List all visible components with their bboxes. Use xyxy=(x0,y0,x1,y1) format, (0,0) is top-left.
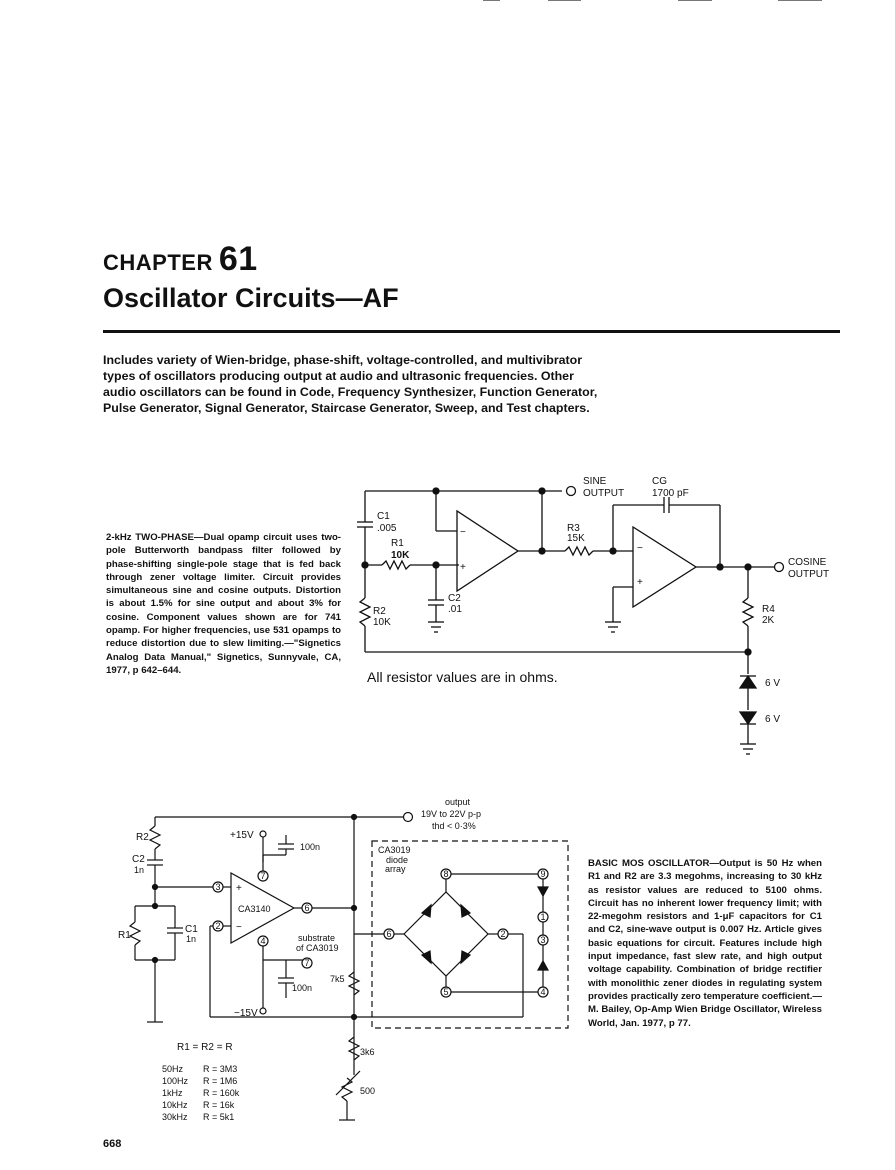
array-pin1: 1 xyxy=(540,912,545,922)
svg-text:+: + xyxy=(236,883,242,894)
r1-label: R1 xyxy=(391,538,404,549)
cap-bottom-value: 100n xyxy=(292,983,312,993)
freq-row-4: 30kHz xyxy=(162,1112,188,1122)
array-label-2: diode xyxy=(386,855,408,865)
svg-text:+: + xyxy=(637,577,643,588)
svg-text:+: + xyxy=(460,562,466,573)
r2-label-2: R2 xyxy=(136,832,149,843)
c2-value: .01 xyxy=(448,604,462,615)
chapter-title: Oscillator Circuits—AF xyxy=(103,283,399,313)
array-pin5: 5 xyxy=(443,987,448,997)
res-row-2: R = 160k xyxy=(203,1088,240,1098)
array-label-1: CA3019 xyxy=(378,845,411,855)
chapter-intro: Includes variety of Wien-bridge, phase-s… xyxy=(103,353,598,415)
c1-value: .005 xyxy=(377,523,397,534)
substrate-of-label: of CA3019 xyxy=(296,943,339,953)
c1-label-2: C1 xyxy=(185,924,198,935)
page-number: 668 xyxy=(103,1138,122,1150)
opamp-label: CA3140 xyxy=(238,904,271,914)
array-label-3: array xyxy=(385,864,406,874)
pot-label: 500 xyxy=(360,1086,375,1096)
r3-label: R3 xyxy=(567,523,580,534)
pin4: 4 xyxy=(260,936,265,946)
chapter-number: 61 xyxy=(218,240,258,278)
cosine-output-terminal xyxy=(773,561,785,573)
output-terminal xyxy=(402,811,414,823)
cosine-label: COSINE xyxy=(788,557,827,568)
vneg-label: −15V xyxy=(234,1008,258,1019)
array-pin3: 3 xyxy=(540,935,545,945)
zener2-label: 6 V xyxy=(765,714,780,725)
r2-label: R2 xyxy=(373,606,386,617)
r1-label-2: R1 xyxy=(118,930,131,941)
pin2: 2 xyxy=(215,921,220,931)
cosine-output-label: OUTPUT xyxy=(788,569,829,580)
chapter-word: CHAPTER xyxy=(103,250,213,275)
svg-text:−: − xyxy=(236,922,242,933)
c2-value-2: 1n xyxy=(134,865,144,875)
res-row-4: R = 5k1 xyxy=(203,1112,234,1122)
substrate-label: substrate xyxy=(298,933,335,943)
r3-value: 15K xyxy=(567,533,585,544)
freq-row-2: 1kHz xyxy=(162,1088,183,1098)
sine-label: SINE xyxy=(583,476,607,487)
pin7: 7 xyxy=(260,871,265,881)
r7k5-label: 7k5 xyxy=(330,974,345,984)
sine-output-label: OUTPUT xyxy=(583,488,624,499)
pin7-substrate: 7 xyxy=(304,958,309,968)
freq-row-0: 50Hz xyxy=(162,1064,184,1074)
svg-text:−: − xyxy=(637,543,643,554)
output-label: output xyxy=(445,797,471,807)
r4-value: 2K xyxy=(762,615,775,626)
c2-label: C2 xyxy=(448,593,461,604)
cap-top-value: 100n xyxy=(300,842,320,852)
title-rule xyxy=(103,330,840,333)
vpos-label: +15V xyxy=(230,830,254,841)
array-pin6: 6 xyxy=(386,929,391,939)
res-row-3: R = 16k xyxy=(203,1100,235,1110)
c2-label-2: C2 xyxy=(132,854,145,865)
cg-value: 1700 pF xyxy=(652,488,689,499)
svg-text:−: − xyxy=(460,527,466,538)
r3k6-label: 3k6 xyxy=(360,1047,375,1057)
c1-value-2: 1n xyxy=(186,934,196,944)
r4-label: R4 xyxy=(762,604,775,615)
zener1-label: 6 V xyxy=(765,678,780,689)
resistor-equality: R1 = R2 = R xyxy=(177,1042,233,1053)
pin6: 6 xyxy=(304,903,309,913)
output-voltage-label: 19V to 22V p-p xyxy=(421,809,481,819)
pin3: 3 xyxy=(215,882,220,892)
array-pin2: 2 xyxy=(500,929,505,939)
freq-row-1: 100Hz xyxy=(162,1076,189,1086)
two-phase-caption: 2-kHz TWO-PHASE—Dual opamp circuit uses … xyxy=(106,532,341,676)
r2-value: 10K xyxy=(373,617,391,628)
thd-label: thd < 0·3% xyxy=(432,821,476,831)
sine-output-terminal xyxy=(565,485,577,497)
freq-row-3: 10kHz xyxy=(162,1100,188,1110)
res-row-1: R = 1M6 xyxy=(203,1076,237,1086)
array-pin9: 9 xyxy=(540,869,545,879)
c1-label: C1 xyxy=(377,511,390,522)
array-pin4: 4 xyxy=(540,987,545,997)
array-pin8: 8 xyxy=(443,869,448,879)
r1-value: 10K xyxy=(391,550,410,561)
cg-label: CG xyxy=(652,476,667,487)
resistor-note: All resistor values are in ohms. xyxy=(367,669,558,685)
mos-oscillator-caption: BASIC MOS OSCILLATOR—Output is 50 Hz whe… xyxy=(588,858,822,1029)
res-row-0: R = 3M3 xyxy=(203,1064,237,1074)
